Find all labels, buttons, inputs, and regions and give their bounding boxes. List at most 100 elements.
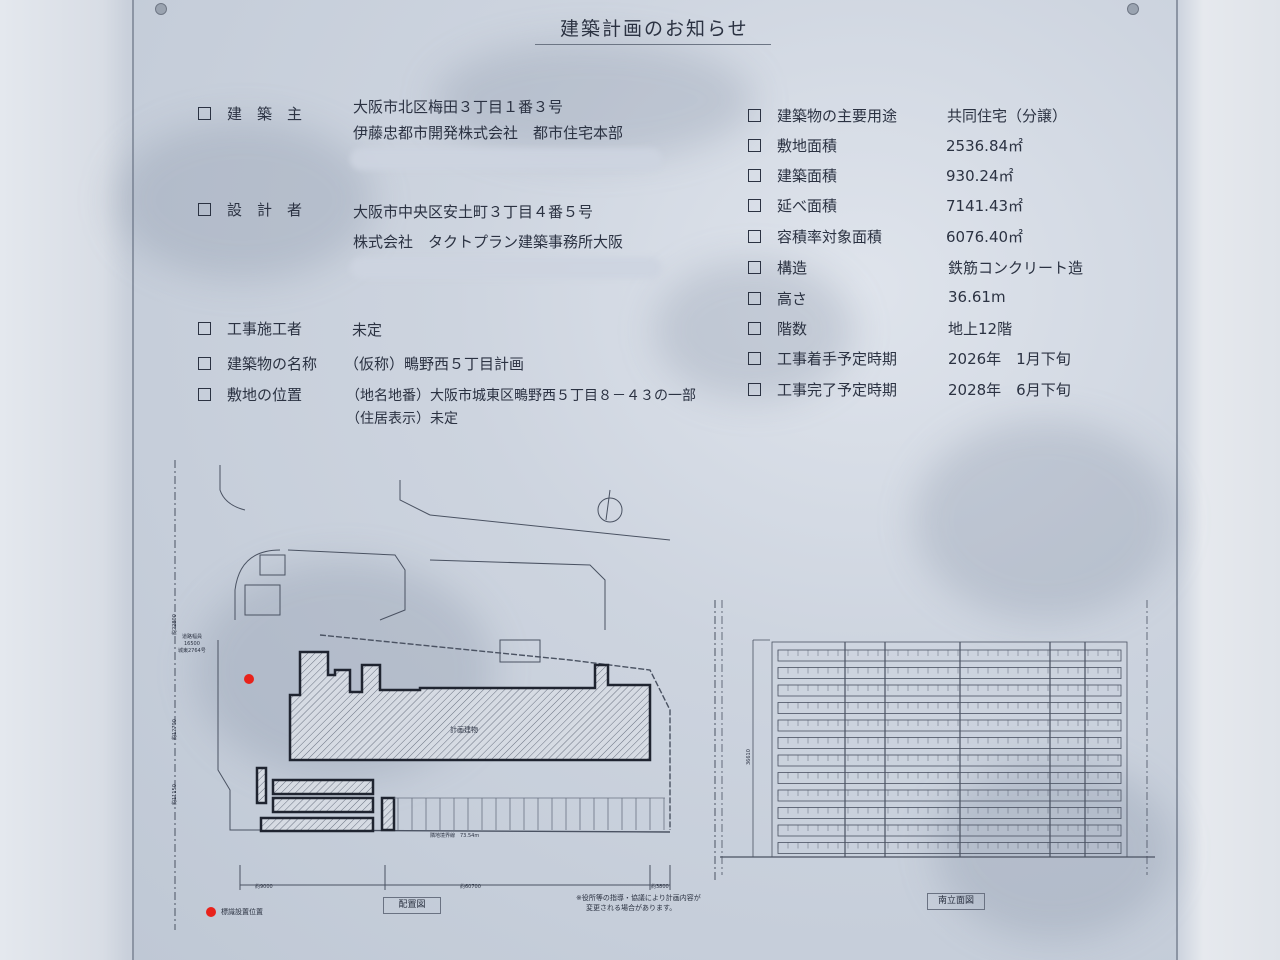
floor-balcony (777, 789, 1122, 802)
spec-item: 高さ (748, 288, 807, 309)
note-line-1: ※役所等の指導・協議により計画内容が (576, 894, 701, 902)
designer-name: 株式会社 タクトプラン建築事務所大阪 (353, 233, 624, 251)
dimension-label: 約60700 (460, 883, 481, 890)
parking-stalls (394, 797, 665, 830)
title-underline (535, 44, 771, 45)
height-dimension-label: 36610 (746, 749, 752, 765)
floor-balcony (777, 702, 1122, 714)
redacted-text (350, 148, 662, 170)
site-plan-caption: 配置図 (383, 897, 441, 914)
spec-item: 構造 (748, 257, 807, 278)
spec-value: 6076.40㎡ (946, 228, 1024, 246)
road-curb (429, 559, 606, 630)
height-dimension (752, 639, 770, 857)
spec-value: 2536.84㎡ (946, 137, 1024, 155)
floor-balcony (777, 719, 1122, 732)
item-building-name: 建築物の名称 (198, 353, 317, 374)
checkbox-icon (198, 107, 211, 120)
spec-label: 工事着手予定時期 (777, 350, 898, 368)
spec-item: 階数 (748, 318, 807, 339)
building-name-value: （仮称）鴫野西５丁目計画 (344, 355, 525, 373)
floor-balcony (777, 684, 1122, 697)
checkbox-icon (198, 388, 211, 401)
north-arrow-icon (597, 497, 623, 523)
dimension-label: 約9000 (255, 883, 273, 890)
checkbox-icon (748, 292, 761, 305)
road-width-value: 16500 (184, 641, 200, 647)
road-curb (429, 514, 671, 541)
item-designer: 設 計 者 (198, 199, 302, 220)
hatched-block (380, 796, 396, 832)
hatched-block (255, 766, 268, 805)
parking (244, 584, 281, 616)
structure (259, 554, 286, 576)
road-name: 城東2764号 (178, 647, 206, 654)
spec-value: 2028年 6月下旬 (948, 381, 1071, 399)
spec-item: 建築物の主要用途 (748, 105, 897, 126)
item-site-location: 敷地の位置 (198, 384, 302, 405)
dimension-label: 約12700 (171, 719, 178, 740)
owner-name: 伊藤忠都市開発株式会社 都市住宅本部 (353, 124, 624, 142)
spec-label: 建築物の主要用途 (777, 107, 898, 125)
spec-value: 7141.43㎡ (946, 197, 1024, 215)
spec-value: 鉄筋コンクリート造 (948, 259, 1084, 277)
checkbox-icon (748, 230, 761, 243)
floor-balcony (777, 667, 1122, 679)
building-label: 計画建物 (450, 725, 478, 734)
structure (499, 639, 541, 663)
checkbox-icon (748, 139, 761, 152)
hatched-block (259, 816, 375, 833)
spec-value: 930.24㎡ (946, 167, 1014, 185)
hatched-block (271, 796, 375, 814)
item-contractor: 工事施工者 (198, 318, 302, 339)
owner-address: 大阪市北区梅田３丁目１番３号 (353, 98, 564, 116)
checkbox-icon (198, 357, 211, 370)
spec-label: 構造 (777, 259, 808, 277)
spec-item: 容積率対象面積 (748, 226, 882, 247)
checkbox-icon (748, 199, 761, 212)
spec-item: 工事完了予定時期 (748, 379, 897, 400)
spec-value: 2026年 1月下旬 (948, 350, 1071, 368)
floor-balcony (777, 824, 1122, 837)
hatched-block (271, 778, 375, 796)
dimension-label: 約3800 (651, 883, 669, 890)
spec-label: 延べ面積 (777, 197, 838, 215)
dimension-label: 約22800 (171, 614, 178, 635)
dimension-ticks (239, 865, 671, 890)
checkbox-icon (198, 203, 211, 216)
checkbox-icon (198, 322, 211, 335)
floor-balcony (777, 772, 1122, 784)
checkbox-icon (748, 322, 761, 335)
road-curb (219, 465, 246, 511)
spec-label: 容積率対象面積 (777, 228, 883, 246)
site-boundary (234, 549, 281, 620)
spec-label: 建築面積 (777, 167, 838, 185)
spec-label: 敷地面積 (777, 137, 838, 155)
site-plan-drawing: 計画建物 道路幅員 16500 城東2764号 隣地境界線 73.54m 約90… (171, 460, 716, 930)
floor-balcony (777, 754, 1122, 767)
sign-location-marker (244, 674, 254, 684)
page-title: 建築計画のお知らせ (560, 18, 749, 40)
marker-legend-icon (206, 907, 216, 917)
floor-balcony (777, 807, 1122, 819)
floor-balcony (777, 649, 1122, 662)
site-boundary (217, 640, 260, 831)
spec-item: 工事着手予定時期 (748, 348, 897, 369)
redacted-text (350, 257, 662, 279)
road-curb (287, 549, 406, 621)
screw-icon (1127, 3, 1139, 15)
designer-address: 大阪市中央区安土町３丁目４番５号 (353, 203, 594, 221)
road-width-label: 道路幅員 (182, 633, 202, 640)
spec-label: 高さ (777, 290, 808, 308)
spec-item: 建築面積 (748, 165, 837, 186)
spec-value: 36.61m (948, 288, 1006, 306)
north-arrow-icon (605, 489, 611, 521)
screw-icon (155, 3, 167, 15)
spec-value: 共同住宅（分譲） (947, 107, 1068, 125)
spec-label: 階数 (777, 320, 808, 338)
spec-item: 敷地面積 (748, 135, 837, 156)
road-curb (399, 480, 431, 516)
floor-balcony (777, 737, 1122, 749)
checkbox-icon (748, 109, 761, 122)
item-owner: 建 築 主 (198, 103, 302, 124)
